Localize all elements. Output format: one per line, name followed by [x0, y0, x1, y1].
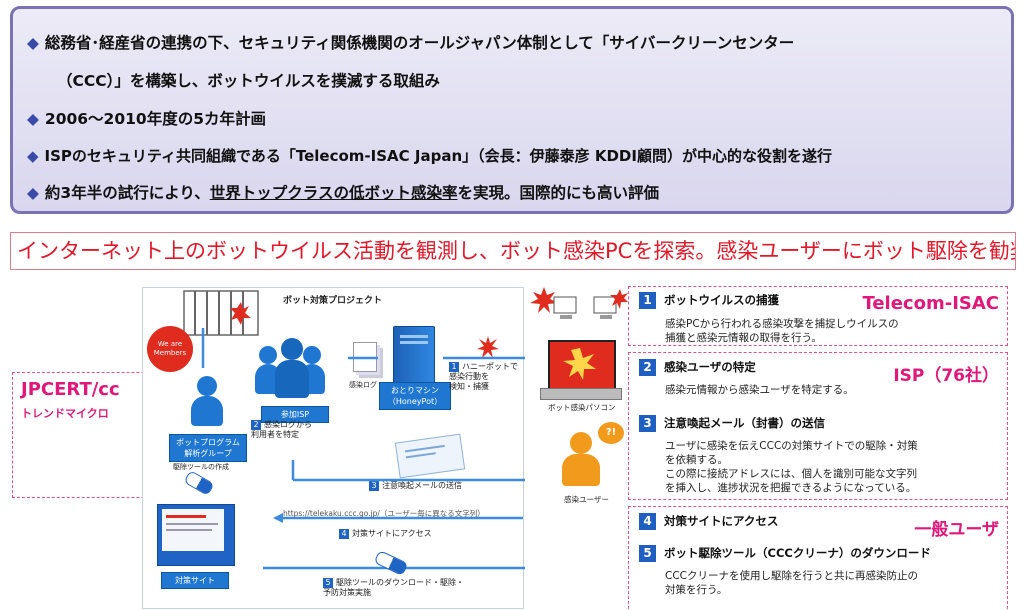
- summary-bullet-1: ◆ 総務省･経産省の連携の下、セキュリティ関係機関のオールジャパン体制として「サイ…: [27, 31, 794, 53]
- step-5-title-text: ボット駆除ツール（CCCクリーナ）のダウンロード: [664, 546, 931, 560]
- honeypot-label: おとりマシン （HoneyPot）: [379, 382, 451, 410]
- step-5-title: 5 ボット駆除ツール（CCCクリーナ）のダウンロード: [639, 545, 931, 562]
- step-3-number: 3: [639, 415, 656, 432]
- step-1-title: 1 ボットウイルスの捕獲: [639, 292, 779, 309]
- step-2-marker: 2: [251, 420, 261, 430]
- summary-bullet-2: ◆ 2006～2010年度の5カ年計画: [27, 107, 266, 129]
- step-2-number: 2: [639, 359, 656, 376]
- log-identify-text: 感染ログから 利用者を特定: [251, 420, 312, 439]
- project-title: ボット対策プロジェクト: [283, 296, 383, 306]
- headline-banner: インターネット上のボットウイルス活動を観測し、ボット感染PCを探索。感染ユーザー…: [10, 232, 1016, 270]
- bullet-3-text: ISPのセキュリティ共同組織である「Telecom-ISAC Japan」（会長…: [44, 147, 832, 165]
- download-tool-text: 駆除ツールのダウンロード・駆除・ 予防対策実施: [323, 578, 464, 597]
- diamond-bullet-icon: ◆: [27, 34, 39, 52]
- step-5-marker: 5: [323, 578, 333, 588]
- bot-pc-keyboard-icon: [540, 388, 622, 400]
- bullet-2-text: 2006～2010年度の5カ年計画: [44, 110, 266, 128]
- bullet-4-pre: 約3年半の試行により、: [44, 184, 210, 202]
- summary-bullet-4: ◆ 約3年半の試行により、世界トップクラスの低ボット感染率を実現。国際的にも高い評…: [27, 181, 659, 203]
- step-2-title-text: 感染ユーザの特定: [664, 360, 756, 374]
- summary-bullet-3: ◆ ISPのセキュリティ共同組織である「Telecom-ISAC Japan」（会…: [27, 145, 832, 166]
- infected-user-label: 感染ユーザー: [564, 495, 609, 504]
- members-stamp: We are Members: [147, 326, 193, 372]
- step-5-desc-line-2: 対策を行う。: [665, 584, 728, 596]
- countermeasure-site-screen: [157, 504, 235, 566]
- analysis-group-label: ボットプログラム 解析グループ: [169, 434, 247, 462]
- step-1-desc-line-2: 捕獲と感染元情報の取得を行う。: [665, 332, 822, 344]
- summary-box: ◆ 総務省･経産省の連携の下、セキュリティ関係機関のオールジャパン体制として「サイ…: [10, 6, 1014, 214]
- isp-people-icon: [255, 332, 329, 412]
- step-4-5-box: 4 対策サイトにアクセス 一般ユーザ 5 ボット駆除ツール（CCCクリーナ）のダウン…: [628, 506, 1008, 609]
- step-2-title: 2 感染ユーザの特定: [639, 359, 756, 376]
- analyst-person-icon: [187, 376, 227, 428]
- step-1-box: 1 ボットウイルスの捕獲 Telecom-ISAC 感染PCから行われる感染攻撃を…: [628, 286, 1008, 346]
- step-1-org: Telecom-ISAC: [862, 293, 999, 314]
- step-2-desc: 感染元情報から感染ユーザを特定する。: [665, 384, 854, 396]
- infected-pcs-icon: [530, 287, 630, 327]
- bot-pc-icon: [548, 340, 616, 390]
- diamond-bullet-icon: ◆: [27, 110, 39, 128]
- step-4-org: 一般ユーザ: [914, 520, 999, 540]
- bot-pc-label: ボット感染パソコン: [548, 403, 616, 412]
- bullet-4-post: を実現。国際的にも高い評価: [457, 184, 659, 202]
- step-4-number: 4: [639, 513, 656, 530]
- diagram-panel: ボット対策プロジェクト We are Members ボットプログラム 解析グル…: [142, 287, 525, 609]
- step-3-marker: 3: [369, 481, 379, 491]
- step-3-title: 3 注意喚起メール（封書）の送信: [639, 415, 825, 432]
- step-3-desc-line-2: を依頼する。: [665, 454, 728, 466]
- jpcert-title: JPCERT/cc: [21, 379, 120, 400]
- step-5-desc: CCCクリーナを使用し駆除を行うと共に再感染防止の 対策を行う。: [665, 569, 918, 597]
- access-site-text: 対策サイトにアクセス: [352, 529, 432, 538]
- honeypot-note-text: ハニーポットで 感染行動を 検知・捕獲: [449, 362, 518, 391]
- bullet-1-line-1: 総務省･経産省の連携の下、セキュリティ関係機関のオールジャパン体制として「サイバ…: [44, 34, 795, 52]
- step-4-title-text: 対策サイトにアクセス: [664, 514, 779, 528]
- send-mail-text: 注意喚起メールの送信: [382, 481, 462, 490]
- step-2-org: ISP（76社）: [893, 366, 999, 386]
- step-3-desc-line-1: ユーザに感染を伝えCCCの対策サイトでの駆除・対策: [665, 440, 918, 452]
- tool-creation-label: 駆除ツールの作成: [173, 463, 229, 471]
- step-1-number: 1: [639, 292, 656, 309]
- diamond-bullet-icon: ◆: [27, 184, 39, 202]
- step-1-marker: 1: [449, 362, 459, 372]
- diamond-bullet-icon: ◆: [27, 147, 39, 165]
- step-3-desc: ユーザに感染を伝えCCCの対策サイトでの駆除・対策 を依頼する。 この際に接続ア…: [665, 439, 918, 495]
- bullet-1-line-2: （CCC）」を構築し、ボットウイルスを撲滅する取組み: [57, 72, 440, 90]
- jpcert-sub: トレンドマイクロ: [21, 407, 109, 420]
- step-3-desc-line-4: を挿入し、進捗状況を把握できるようになっている。: [665, 482, 917, 494]
- step-4-title: 4 対策サイトにアクセス: [639, 513, 778, 530]
- step-3-title-text: 注意喚起メール（封書）の送信: [664, 416, 825, 430]
- step-1-desc: 感染PCから行われる感染攻撃を捕捉しウイルスの 捕獲と感染元情報の取得を行う。: [665, 317, 899, 345]
- jpcert-box: JPCERT/cc トレンドマイクロ: [12, 372, 244, 498]
- jail-bars-icon: [183, 290, 259, 336]
- step-5-desc-line-1: CCCクリーナを使用し駆除を行うと共に再感染防止の: [665, 570, 918, 582]
- honeypot-server-icon: [393, 326, 435, 392]
- infected-user-icon: [558, 432, 604, 488]
- step-3-desc-line-3: この際に接続アドレスには、個人を識別可能な文字列: [665, 468, 917, 480]
- infection-log-label: 感染ログ: [349, 381, 377, 389]
- step-5-number: 5: [639, 545, 656, 562]
- participating-isp-label: 参加ISP: [261, 406, 329, 423]
- countermeasure-site-label: 対策サイト: [161, 572, 229, 589]
- step-1-title-text: ボットウイルスの捕獲: [664, 293, 779, 307]
- question-bubble: ?!: [598, 422, 624, 444]
- step-4-marker: 4: [339, 529, 349, 539]
- bullet-4-underlined: 世界トップクラスの低ボット感染率: [209, 184, 458, 202]
- url-note: https://telekaku.ccc.go.jp/（ユーザー毎に異なる文字列…: [283, 509, 485, 518]
- step-1-desc-line-1: 感染PCから行われる感染攻撃を捕捉しウイルスの: [665, 318, 899, 330]
- virus-burst-icon: [477, 336, 499, 358]
